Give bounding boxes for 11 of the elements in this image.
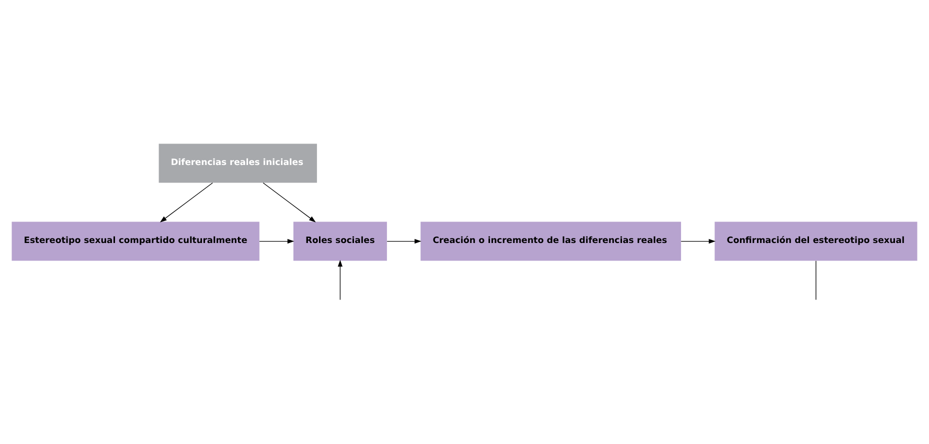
node-box: Confirmación del estereotipo sexual bbox=[714, 222, 918, 261]
arrow bbox=[680, 238, 716, 244]
arrow bbox=[259, 238, 294, 244]
arrow bbox=[386, 238, 422, 244]
node-box: Diferencias reales iniciales bbox=[158, 144, 317, 183]
node-box: Creación o incremento de las diferencias reales bbox=[420, 222, 682, 261]
arrow bbox=[160, 182, 213, 222]
arrow bbox=[338, 260, 343, 300]
node-box: Estereotipo sexual compartido culturalmente bbox=[12, 222, 260, 261]
node-box: Roles sociales bbox=[293, 222, 387, 261]
arrow bbox=[262, 182, 316, 222]
